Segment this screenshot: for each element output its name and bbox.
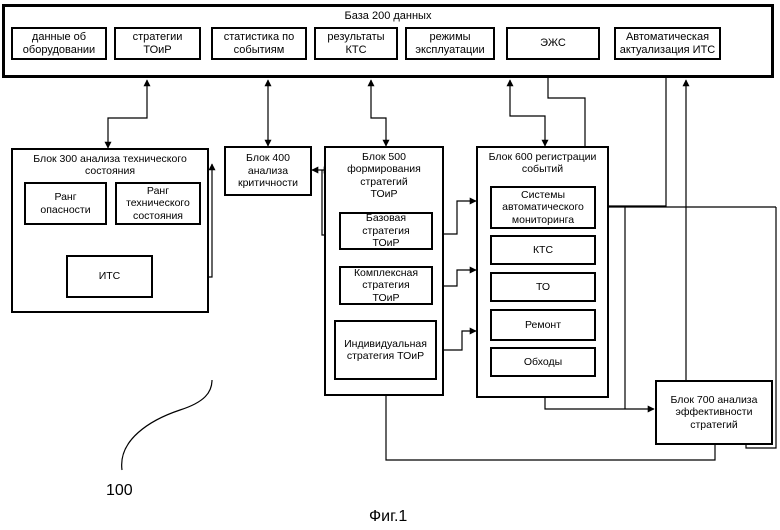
db-item-operation-modes: режимы эксплуатации (405, 27, 495, 60)
rank-tech-state-box: Ранг технического состояния (115, 182, 201, 225)
complex-strategy-box: Комплексная стратегия ТОиР (339, 266, 433, 305)
reference-number: 100 (106, 482, 133, 500)
block-700-effectiveness: Блок 700 анализа эффективности стратегий (655, 380, 773, 445)
base-strategy-box: Базовая стратегия ТОиР (339, 212, 433, 250)
block-500-title: Блок 500 формирования стратегий ТОиР (326, 151, 442, 201)
kts-box: КТС (490, 235, 596, 265)
individual-strategy-box: Индивидуальная стратегия ТОиР (334, 320, 437, 380)
db-item-ezhs: ЭЖС (506, 27, 600, 60)
db-item-strategies: стратегии ТОиР (114, 27, 201, 60)
rank-danger-box: Ранг опасности (24, 182, 107, 225)
to-box: ТО (490, 272, 596, 302)
its-box: ИТС (66, 255, 153, 298)
block-400-criticality: Блок 400 анализа критичности (224, 146, 312, 196)
auto-monitoring-box: Системы автоматического мониторинга (490, 186, 596, 229)
db-item-kts-results: результаты КТС (314, 27, 398, 60)
db-item-auto-its-update: Автоматическая актуализация ИТС (614, 27, 721, 60)
repair-box: Ремонт (490, 309, 596, 341)
db-item-event-statistics: статистика по событиям (211, 27, 307, 60)
block-600-title: Блок 600 регистрации событий (478, 151, 607, 176)
block-300-title: Блок 300 анализа технического состояния (13, 153, 207, 178)
database-title: База 200 данных (5, 10, 771, 23)
figure-caption: Фиг.1 (369, 508, 407, 526)
db-item-equipment-data: данные об оборудовании (11, 27, 107, 60)
rounds-box: Обходы (490, 347, 596, 377)
